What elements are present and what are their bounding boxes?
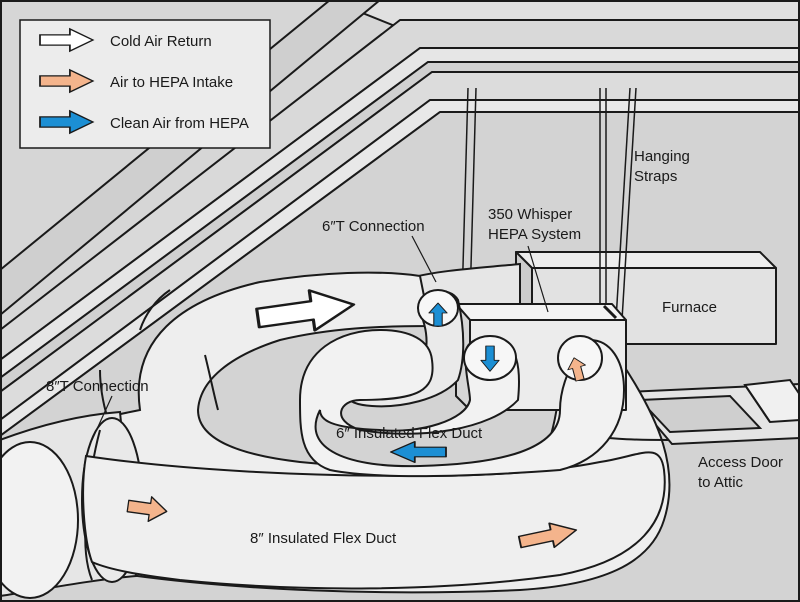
hepa-system-label-1: 350 Whisper bbox=[488, 206, 572, 223]
eight-flex-duct-label: 8″ Insulated Flex Duct bbox=[250, 530, 397, 547]
leader-lines bbox=[91, 235, 549, 441]
legend-label-cold-air: Cold Air Return bbox=[110, 33, 212, 50]
hanging-straps-label-2: Straps bbox=[634, 168, 677, 185]
labels: Hanging Straps 350 Whisper HEPA System 6… bbox=[46, 148, 783, 547]
access-door-label-2: to Attic bbox=[698, 474, 744, 491]
legend-item-clean-air: Clean Air from HEPA bbox=[39, 110, 249, 134]
six-flex-duct-label: 6″ Insulated Flex Duct bbox=[336, 425, 483, 442]
hanging-straps-label-1: Hanging bbox=[634, 148, 690, 165]
six-t-connection-label: 6″T Connection bbox=[322, 218, 425, 235]
legend-item-cold-air: Cold Air Return bbox=[39, 28, 212, 52]
hanging-straps bbox=[461, 87, 637, 321]
legend: Cold Air Return Air to HEPA Intake Clean… bbox=[19, 19, 271, 149]
legend-label-hepa-intake: Air to HEPA Intake bbox=[110, 74, 233, 91]
furnace-label: Furnace bbox=[662, 299, 717, 316]
hepa-system-label-2: HEPA System bbox=[488, 226, 581, 243]
access-door-label-1: Access Door bbox=[698, 454, 783, 471]
eight-t-connection-label: 8″T Connection bbox=[46, 378, 149, 395]
legend-label-clean-air: Clean Air from HEPA bbox=[110, 115, 249, 132]
legend-item-hepa-intake: Air to HEPA Intake bbox=[39, 69, 233, 93]
